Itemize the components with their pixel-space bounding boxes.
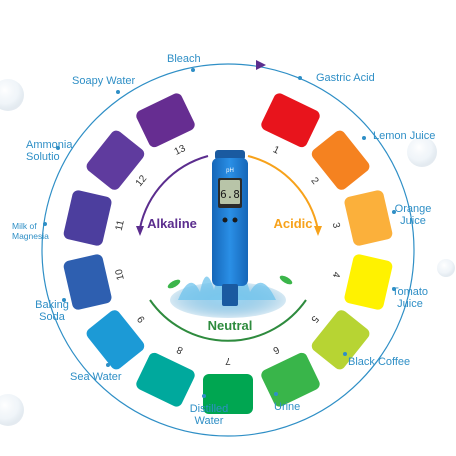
label-milk-of-magnesia-line1: Milk of	[12, 221, 37, 231]
meter-reading: 6.8	[220, 188, 240, 201]
leader-dot	[274, 392, 278, 396]
ph-number-11: 11	[114, 219, 127, 232]
ph-tile-3	[344, 190, 393, 246]
ph-number-9: 9	[135, 313, 147, 325]
label-orange-juice-line1: Orange	[394, 203, 432, 215]
label-bleach: Bleach	[167, 53, 201, 65]
ph-number-4: 4	[330, 271, 342, 279]
ph-number-12: 12	[134, 173, 150, 189]
bubble-decoration	[0, 79, 24, 111]
ph-number-8: 8	[175, 343, 185, 356]
alkaline-label: Alkaline	[147, 216, 197, 231]
bubble-decoration	[0, 394, 24, 426]
label-urine: Urine	[274, 401, 301, 413]
label-distilled-water-line2: Water	[194, 415, 224, 427]
ph-number-7: 7	[225, 355, 231, 366]
label-orange-juice-line2: Juice	[400, 215, 426, 227]
label-baking-soda-line1: Baking	[35, 299, 69, 311]
ph-number-2: 2	[308, 176, 320, 188]
ph-tile-2	[311, 130, 370, 190]
ph-number-3: 3	[330, 221, 342, 229]
meter-brand: pH	[226, 168, 234, 174]
label-soapy-water: Soapy Water	[72, 75, 136, 87]
leader-dot	[392, 287, 396, 291]
alkaline-arrow-icon	[136, 226, 144, 236]
leader-dot	[202, 394, 206, 398]
ph-tile-1	[261, 93, 320, 148]
label-lemon-juice: Lemon Juice	[373, 130, 436, 142]
label-milk-of-magnesia-line2: Magnesia	[12, 231, 49, 241]
ph-tile-7	[203, 374, 253, 414]
neutral-label: Neutral	[208, 318, 253, 333]
ph-tile-10	[63, 254, 112, 310]
ph-tile-4	[344, 254, 393, 310]
bubble-decoration	[437, 259, 455, 277]
leader-dot	[343, 352, 347, 356]
ph-number-1: 1	[271, 144, 281, 157]
outer-ring	[41, 63, 415, 437]
label-ammonia-line2: Solutio	[26, 151, 60, 163]
neutral-arc	[149, 299, 307, 342]
label-sea-water: Sea Water	[70, 371, 122, 383]
leader-dot	[56, 146, 60, 150]
outer-ring-arrow-icon	[256, 60, 266, 70]
leader-dot	[362, 136, 366, 140]
bubble-decoration	[407, 137, 437, 167]
ph-meter-icon	[212, 150, 248, 306]
label-baking-soda-line2: Soda	[39, 311, 65, 323]
ph-tile-6	[261, 352, 320, 407]
label-tomato-juice-line1: Tomato	[391, 286, 429, 298]
ph-number-6: 6	[271, 343, 281, 356]
leader-dot	[116, 90, 120, 94]
ph-tile-5	[311, 310, 370, 370]
label-ammonia-line1: Ammonia	[26, 139, 73, 151]
ph-number-10: 10	[114, 267, 127, 281]
leader-dot	[298, 76, 302, 80]
acidic-arrow-icon	[314, 226, 322, 236]
leader-dot	[392, 210, 396, 214]
acidic-label: Acidic	[273, 216, 312, 231]
alkaline-arc	[139, 155, 209, 229]
leader-dot	[62, 298, 66, 302]
leaf-decoration	[279, 275, 293, 285]
leader-dot	[43, 222, 47, 226]
ph-tile-13	[136, 93, 195, 148]
leader-dot	[106, 363, 110, 367]
ph-number-13: 13	[173, 143, 188, 158]
label-black-coffee: Black Coffee	[348, 356, 411, 368]
label-gastric-acid: Gastric Acid	[316, 72, 375, 84]
ph-number-5: 5	[308, 313, 320, 325]
ph-tile-11	[63, 190, 112, 246]
acidic-arc	[247, 155, 319, 231]
label-distilled-water-line1: Distilled	[189, 403, 229, 415]
ph-tile-12	[86, 130, 145, 190]
leader-dot	[191, 68, 195, 72]
ph-tile-8	[136, 352, 195, 407]
label-tomato-juice-line2: Juice	[397, 298, 423, 310]
leaf-decoration	[167, 279, 181, 289]
ph-tile-9	[86, 310, 145, 370]
